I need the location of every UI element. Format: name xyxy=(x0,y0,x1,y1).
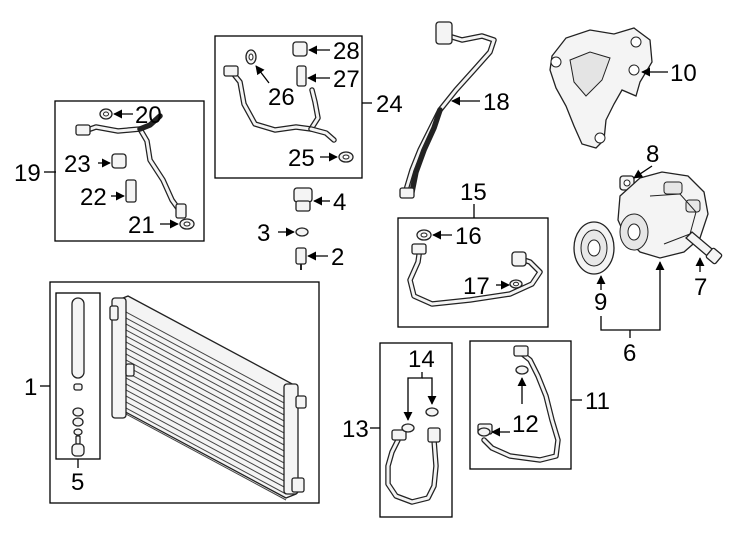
group-box-19 xyxy=(54,100,205,242)
condenser-fin xyxy=(125,383,287,471)
part-12-o-ring-top xyxy=(515,365,529,375)
part-22-valve xyxy=(125,179,137,203)
part-5-receiver-drier xyxy=(71,297,85,457)
condenser-fin xyxy=(125,377,287,465)
group-box-24 xyxy=(214,35,363,179)
callout-7: 7 xyxy=(694,274,707,301)
condenser-fin xyxy=(125,311,287,399)
callout-28: 28 xyxy=(333,38,360,65)
callout-4: 4 xyxy=(333,189,346,216)
group-box-15 xyxy=(397,217,549,328)
condenser-fin xyxy=(125,323,287,411)
condenser-fin xyxy=(125,359,287,447)
callout-5: 5 xyxy=(71,469,84,496)
group-box-13 xyxy=(379,342,453,518)
group-box-1 xyxy=(49,281,320,504)
part-3-o-ring xyxy=(295,227,309,237)
part-28-cap xyxy=(292,41,308,57)
callout-6: 6 xyxy=(623,340,636,367)
callout-labels: 19 20 23 22 21 24 26 28 27 25 4 3 2 18 1… xyxy=(14,38,707,496)
part-11-line-assembly xyxy=(477,345,561,463)
part-1-condenser xyxy=(109,295,307,501)
condenser-fin xyxy=(125,395,287,483)
condenser-fin xyxy=(125,335,287,423)
condenser-fin xyxy=(125,389,287,477)
callout-15: 15 xyxy=(460,179,487,206)
callout-14: 14 xyxy=(408,346,435,373)
callout-10: 10 xyxy=(670,60,697,87)
part-2-valve-core xyxy=(295,247,307,270)
part-18-suction-line xyxy=(399,21,497,199)
condenser-fin xyxy=(125,353,287,441)
callout-22: 22 xyxy=(80,184,107,211)
condenser-fin xyxy=(125,365,287,453)
callout-3: 3 xyxy=(257,220,270,247)
callout-20: 20 xyxy=(135,102,162,129)
condenser-fin xyxy=(125,371,287,459)
callout-11: 11 xyxy=(585,388,610,415)
callout-23: 23 xyxy=(64,151,91,178)
part-7-bolt xyxy=(685,231,723,265)
condenser-fin xyxy=(125,413,287,501)
part-13-line-assembly xyxy=(385,407,441,505)
callout-13: 13 xyxy=(342,416,369,443)
condenser-fin xyxy=(125,347,287,435)
callout-2: 2 xyxy=(331,244,344,271)
part-9-clutch-pulley xyxy=(573,221,615,275)
callout-19: 19 xyxy=(14,160,41,187)
part-6-compressor xyxy=(617,171,709,259)
part-27-valve xyxy=(296,65,307,87)
part-23-cap xyxy=(111,153,127,169)
callout-25: 25 xyxy=(288,145,315,172)
part-15-line-assembly xyxy=(407,229,543,307)
condenser-fin xyxy=(125,317,287,405)
part-14-o-ring-left xyxy=(401,423,415,433)
callout-17: 17 xyxy=(463,273,490,300)
callout-26: 26 xyxy=(268,84,295,111)
callout-27: 27 xyxy=(333,66,360,93)
group-box-11 xyxy=(469,340,572,470)
part-10-compressor-bracket xyxy=(549,27,653,149)
part-24-line-assembly xyxy=(223,41,354,163)
leader-lines xyxy=(40,45,705,468)
condenser-fin xyxy=(125,341,287,429)
callout-12: 12 xyxy=(512,411,539,438)
part-12-o-ring-bottom xyxy=(477,427,491,437)
callout-21: 21 xyxy=(128,212,155,239)
condenser-fin xyxy=(125,401,287,489)
part-4-pressure-switch xyxy=(293,187,313,212)
callout-1: 1 xyxy=(24,374,37,401)
callout-18: 18 xyxy=(483,89,510,116)
callout-9: 9 xyxy=(594,289,607,316)
condenser-fin xyxy=(125,407,287,495)
callout-16: 16 xyxy=(455,223,482,250)
part-14-o-ring-right xyxy=(425,407,439,417)
condenser-fin xyxy=(125,329,287,417)
part-19-line-assembly xyxy=(75,108,195,230)
callout-8: 8 xyxy=(646,141,659,168)
callout-24: 24 xyxy=(376,91,403,118)
